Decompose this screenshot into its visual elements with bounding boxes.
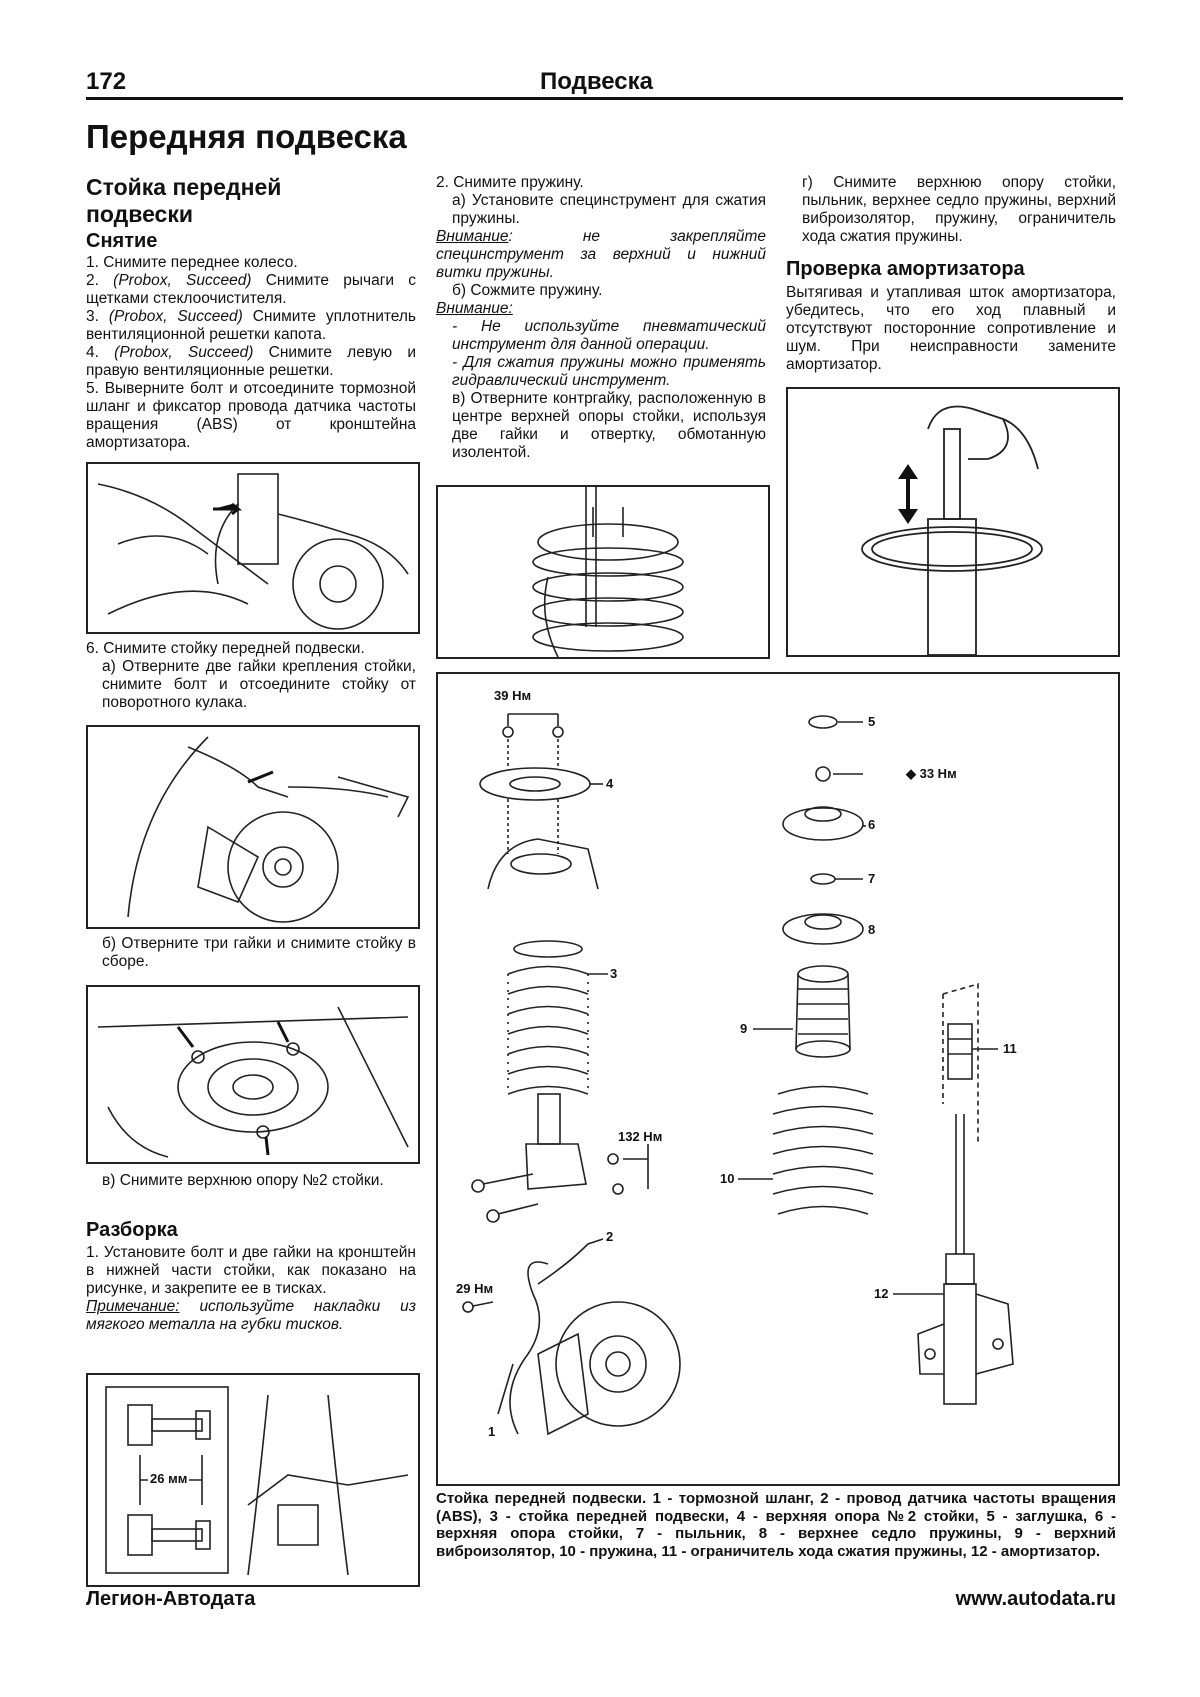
header-rule bbox=[86, 97, 1123, 100]
label-11: 11 bbox=[1003, 1041, 1017, 1056]
step-2c: в) Отверните контргайку, расположенную в… bbox=[452, 390, 766, 461]
label-9: 9 bbox=[740, 1021, 748, 1036]
vise-dimension: 26 мм bbox=[148, 1471, 190, 1486]
label-8: 8 bbox=[868, 922, 876, 937]
step-6c: в) Снимите верхнюю опору №2 стойки. bbox=[102, 1172, 384, 1189]
step-2d: г) Снимите верхнюю опору стойки, пыльник… bbox=[802, 174, 1116, 245]
warning-1: Внимание: не закрепляйте специнструмент … bbox=[436, 228, 766, 281]
figure-strut-exploded: 39 Нм ◆ 33 Нм 132 Нм 29 Нм 1 2 3 4 5 6 7… bbox=[436, 672, 1120, 1486]
step-2: 2. (Probox, Succeed) Снимите рычаги с ще… bbox=[86, 272, 416, 307]
torque-39nm: 39 Нм bbox=[494, 688, 532, 703]
shock-check-text: Вытягивая и утапливая шток амортизатора,… bbox=[786, 284, 1116, 373]
disassembly-text: 1. Установите болт и две гайки на кроншт… bbox=[86, 1244, 416, 1334]
warning-2-item-1: - Не используйте пневматический инструме… bbox=[452, 318, 766, 353]
figure-knuckle bbox=[86, 725, 420, 929]
label-10: 10 bbox=[720, 1171, 735, 1186]
diagram-caption: Стойка передней подвески. 1 - тормозной … bbox=[436, 1490, 1116, 1560]
label-12: 12 bbox=[874, 1286, 889, 1301]
step-4: 4. (Probox, Succeed) Снимите левую и пра… bbox=[86, 344, 416, 379]
spring-removal-text: 2. Снимите пружину. а) Установите специн… bbox=[436, 174, 766, 462]
strut-heading: Стойка передней подвески bbox=[86, 174, 282, 227]
step-6a: а) Отверните две гайки крепления стойки,… bbox=[102, 658, 416, 711]
label-6: 6 bbox=[868, 817, 876, 832]
step-2-spring: 2. Снимите пружину. bbox=[436, 174, 584, 191]
torque-132nm: 132 Нм bbox=[618, 1129, 663, 1144]
label-7: 7 bbox=[868, 871, 876, 886]
figure-top-mount-nuts bbox=[86, 985, 420, 1164]
warning-2: Внимание: bbox=[436, 300, 513, 317]
removal-steps: 1. Снимите переднее колесо. 2. (Probox, … bbox=[86, 254, 416, 452]
figure-brake-hose bbox=[86, 462, 420, 634]
page-number: 172 bbox=[86, 68, 127, 95]
step-6b: б) Отверните три гайки и снимите стойку … bbox=[102, 935, 416, 970]
dis-note: Примечание: используйте накладки из мягк… bbox=[86, 1298, 416, 1333]
step-6-block: 6. Снимите стойку передней подвески. а) … bbox=[86, 640, 416, 712]
figure-spring-compressor bbox=[436, 485, 770, 659]
label-3: 3 bbox=[610, 966, 618, 981]
step-3: 3. (Probox, Succeed) Снимите уплотнитель… bbox=[86, 308, 417, 343]
warning-2-item-2: - Для сжатия пружины можно применять гид… bbox=[452, 354, 766, 389]
step-5: 5. Выверните болт и отсоедините тормозно… bbox=[86, 380, 416, 451]
label-5: 5 bbox=[868, 714, 876, 729]
step-1: 1. Снимите переднее колесо. bbox=[86, 254, 298, 271]
step-2a: а) Установите специнструмент для сжатия … bbox=[452, 192, 766, 227]
shock-check-heading: Проверка амортизатора bbox=[786, 258, 1025, 280]
section-title: Подвеска bbox=[540, 68, 654, 95]
removal-heading: Снятие bbox=[86, 230, 158, 252]
footer-website: www.autodata.ru bbox=[955, 1588, 1116, 1610]
footer-publisher: Легион-Автодата bbox=[86, 1588, 256, 1610]
page-title: Передняя подвеска bbox=[86, 118, 407, 155]
step-2b: б) Сожмите пружину. bbox=[452, 282, 603, 299]
disassembly-heading: Разборка bbox=[86, 1219, 178, 1241]
label-2: 2 bbox=[606, 1229, 614, 1244]
label-4: 4 bbox=[606, 776, 614, 791]
dis-step-1: 1. Установите болт и две гайки на кроншт… bbox=[86, 1244, 416, 1297]
torque-33nm: ◆ 33 Нм bbox=[906, 766, 957, 781]
torque-29nm: 29 Нм bbox=[456, 1281, 494, 1296]
step-6: 6. Снимите стойку передней подвески. bbox=[86, 640, 365, 657]
figure-shock-check bbox=[786, 387, 1120, 657]
label-1: 1 bbox=[488, 1424, 496, 1439]
figure-vise: 26 мм bbox=[86, 1373, 420, 1587]
